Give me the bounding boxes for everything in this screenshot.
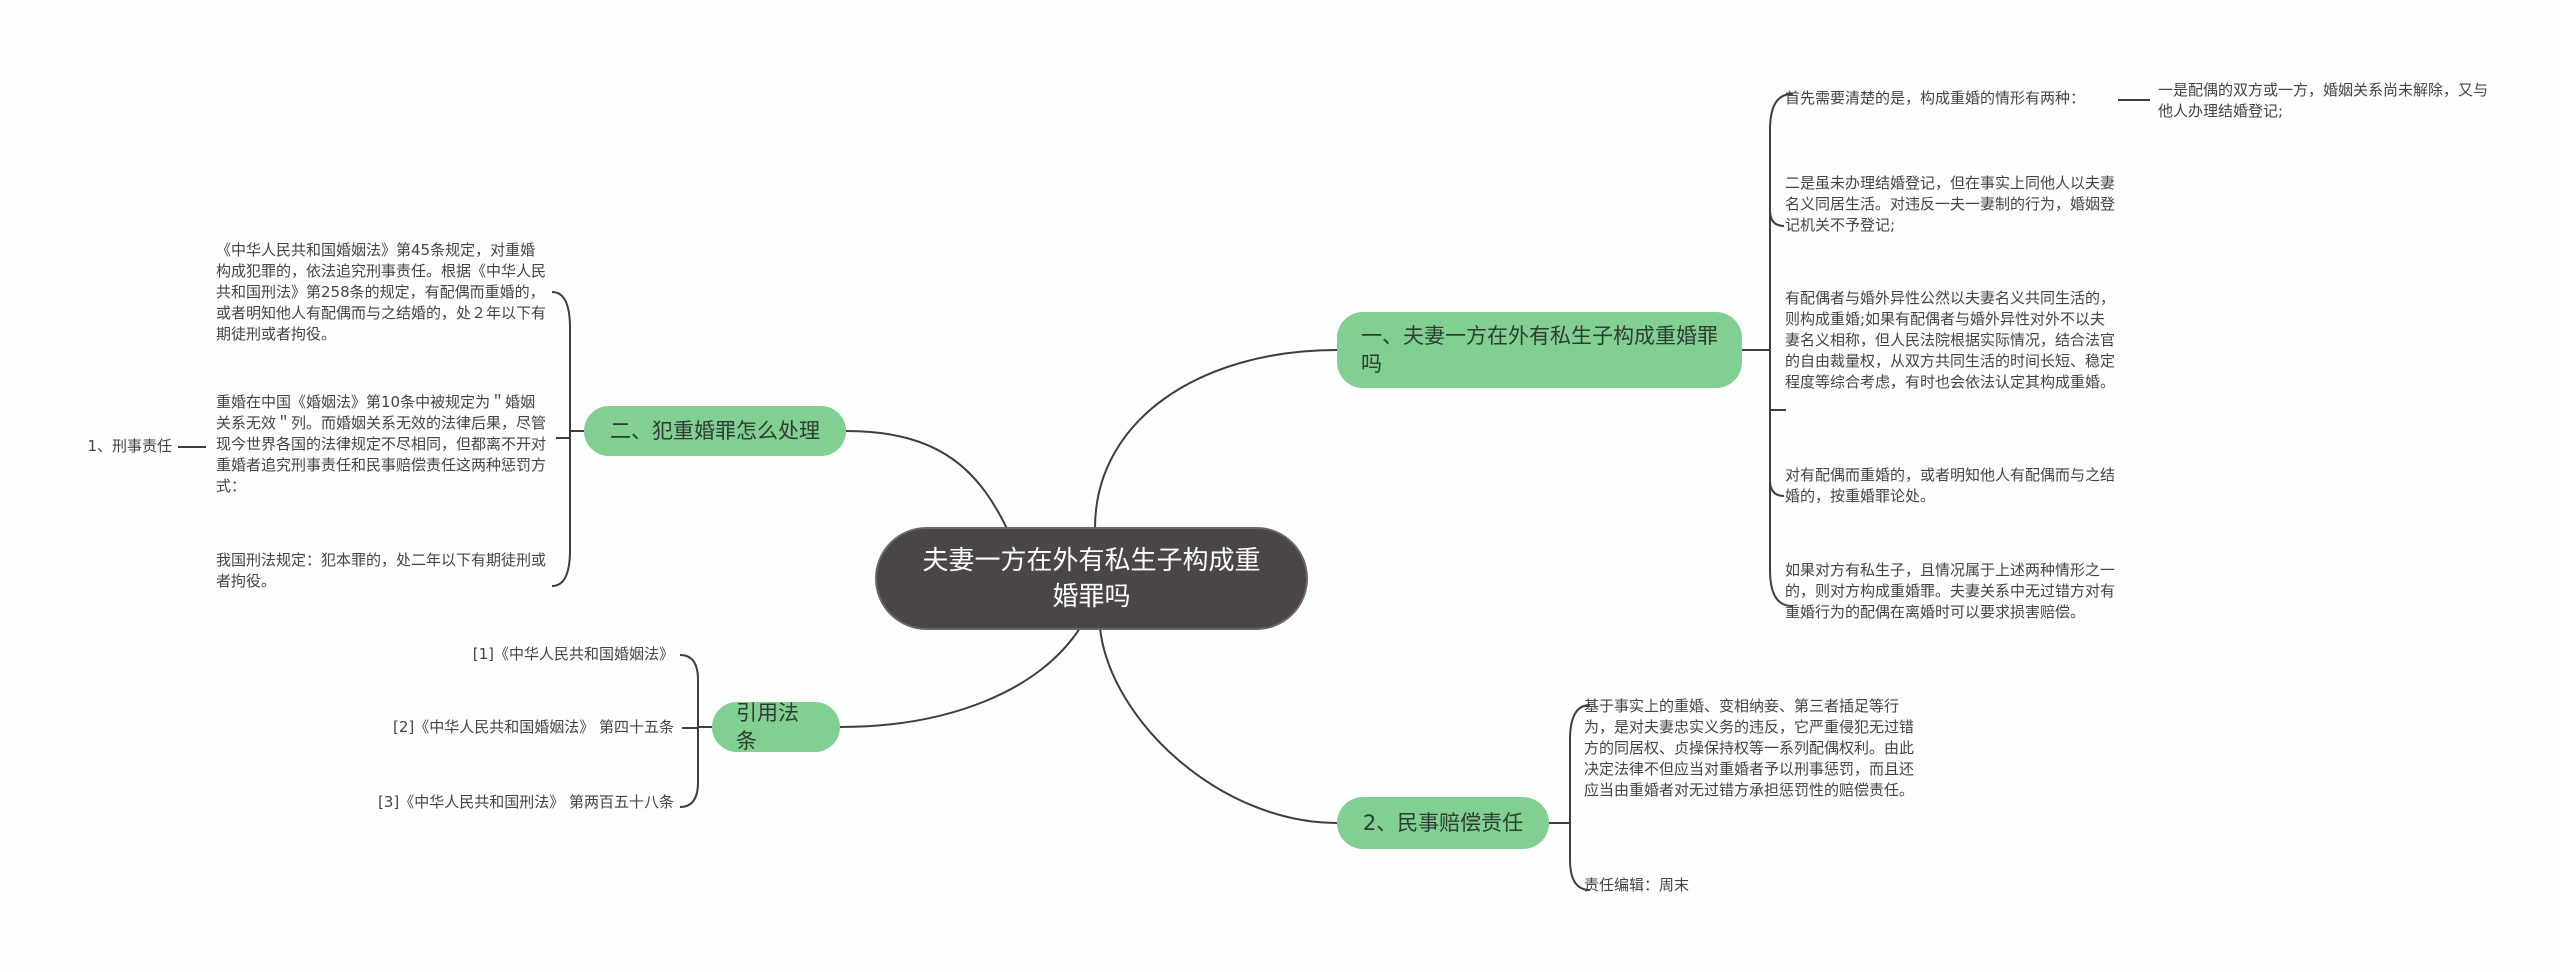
leaf-marriage-law-45: 《中华人民共和国婚姻法》第45条规定，对重婚构成犯罪的，依法追究刑事责任。根据《… <box>216 241 547 343</box>
leaf-citation-3[interactable]: [3]《中华人民共和国刑法》 第两百五十八条 <box>377 793 674 811</box>
branch-topic-civil-liability[interactable]: 2、民事赔偿责任 <box>1337 797 1549 849</box>
branch-topic-label: 2、民事赔偿责任 <box>1362 811 1524 835</box>
leaf-editor: 责任编辑：周末 <box>1584 876 1690 894</box>
leaf-form-one: 一是配偶的双方或一方，婚姻关系尚未解除，又与他人办理结婚登记; <box>2158 81 2489 120</box>
leaf-two-forms: 首先需要清楚的是，构成重婚的情形有两种： <box>1785 89 2086 107</box>
leaf-citation-1[interactable]: [1]《中华人民共和国婚姻法》 <box>472 645 674 663</box>
branch-topic-cited-laws[interactable]: 引用法条 <box>712 701 840 753</box>
leaf-marriage-void: 重婚在中国《婚姻法》第10条中被规定为＂婚姻关系无效＂列。而婚姻关系无效的法律后… <box>216 393 547 495</box>
leaf-punitive-damages: 基于事实上的重婚、变相纳妾、第三者插足等行为，是对夫妻忠实义务的违反，它严重侵犯… <box>1584 697 1915 799</box>
leaf-criminal-liability: 1、刑事责任 <box>87 437 172 455</box>
branch-topic-label: 二、犯重婚罪怎么处理 <box>610 419 820 443</box>
bracket-branch1 <box>1769 93 1793 607</box>
tick-branch1-leaf4 <box>1769 479 1785 497</box>
root-topic-label: 夫妻一方在外有私生子构成重婚罪吗 <box>922 545 1261 612</box>
leaf-punished-as-bigamy: 对有配偶而重婚的，或者明知他人有配偶而与之结婚的，按重婚罪论处。 <box>1785 466 2116 505</box>
branch-topic-handling[interactable]: 二、犯重婚罪怎么处理 <box>584 406 846 456</box>
leaf-illegitimate-child: 如果对方有私生子，且情况属于上述两种情形之一的，则对方构成重婚罪。夫妻关系中无过… <box>1785 561 2116 621</box>
branch-topic-label: 引用法条 <box>736 701 799 753</box>
leaf-citation-2[interactable]: [2]《中华人民共和国婚姻法》 第四十五条 <box>392 718 674 736</box>
link-root-branch3 <box>839 627 1081 728</box>
link-root-branch4 <box>1099 627 1338 824</box>
root-topic[interactable]: 夫妻一方在外有私生子构成重婚罪吗 <box>875 527 1308 630</box>
tick-branch1-leaf2 <box>1769 209 1785 227</box>
branch-topic-bigamy-question[interactable]: 一、夫妻一方在外有私生子构成重婚罪吗 <box>1337 312 1742 388</box>
leaf-criminal-law: 我国刑法规定：犯本罪的，处二年以下有期徒刑或者拘役。 <box>216 551 547 590</box>
leaf-public-cohabitation: 有配偶者与婚外异性公然以夫妻名义共同生活的，则构成重婚;如果有配偶者与婚外异性对… <box>1785 289 2116 391</box>
branch-topic-label: 一、夫妻一方在外有私生子构成重婚罪吗 <box>1361 324 1718 376</box>
link-root-branch1 <box>1094 349 1338 529</box>
link-root-branch2 <box>845 430 1011 536</box>
leaf-form-two: 二是虽未办理结婚登记，但在事实上同他人以夫妻名义同居生活。对违反一夫一妻制的行为… <box>1785 174 2116 234</box>
bracket-branch4 <box>1569 704 1591 891</box>
bracket-branch3 <box>679 654 699 808</box>
